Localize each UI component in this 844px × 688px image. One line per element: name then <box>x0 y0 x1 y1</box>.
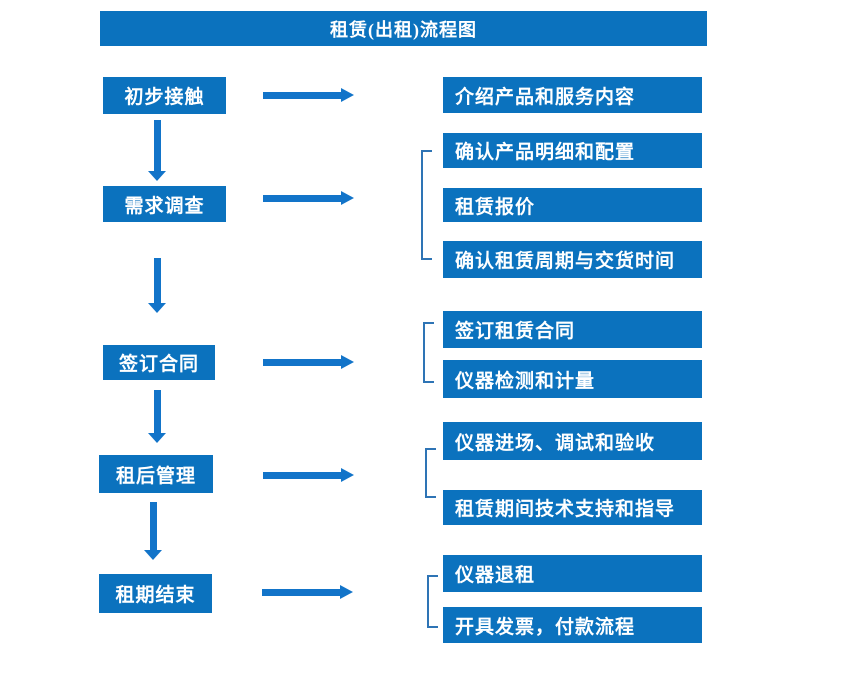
down-arrow-head <box>148 171 166 181</box>
output-box-confirm-rental-period-delivery: 确认租赁周期与交货时间 <box>443 241 702 278</box>
output-box-invoice-payment-process: 开具发票，付款流程 <box>443 607 702 643</box>
right-arrow-head <box>341 355 354 369</box>
stage-box-post-rental-management: 租后管理 <box>99 455 213 493</box>
down-arrow-shaft <box>153 390 161 433</box>
down-arrow-3 <box>148 390 166 443</box>
stage-box-rental-end: 租期结束 <box>99 574 212 613</box>
down-arrow-1 <box>148 120 166 181</box>
right-arrow-shaft <box>263 471 341 479</box>
stage-box-sign-contract: 签订合同 <box>103 345 215 380</box>
right-arrow-head <box>341 88 354 102</box>
output-box-confirm-product-details: 确认产品明细和配置 <box>443 133 702 168</box>
right-arrow-3 <box>263 355 354 369</box>
right-arrow-shaft <box>263 358 341 366</box>
stage-box-initial-contact: 初步接触 <box>103 77 226 114</box>
group-bracket-rental-end <box>427 575 438 628</box>
down-arrow-head <box>144 550 162 560</box>
right-arrow-head <box>341 191 354 205</box>
right-arrow-4 <box>263 468 354 482</box>
down-arrow-shaft <box>149 502 157 550</box>
down-arrow-shaft <box>153 258 161 303</box>
right-arrow-shaft <box>262 588 340 596</box>
group-bracket-demand-survey <box>421 150 432 260</box>
flowchart-title: 租赁(出租)流程图 <box>100 11 707 46</box>
right-arrow-5 <box>262 585 353 599</box>
down-arrow-2 <box>148 258 166 313</box>
down-arrow-shaft <box>153 120 161 171</box>
right-arrow-head <box>341 468 354 482</box>
output-box-instrument-return: 仪器退租 <box>443 555 702 592</box>
output-box-sign-rental-contract: 签订租赁合同 <box>443 311 702 348</box>
right-arrow-1 <box>263 88 354 102</box>
down-arrow-4 <box>144 502 162 560</box>
down-arrow-head <box>148 433 166 443</box>
output-box-instrument-testing-metering: 仪器检测和计量 <box>443 360 702 398</box>
output-box-introduce-products-services: 介绍产品和服务内容 <box>443 77 702 113</box>
stage-box-demand-survey: 需求调查 <box>103 186 226 222</box>
right-arrow-head <box>340 585 353 599</box>
group-bracket-sign-contract <box>423 322 434 383</box>
down-arrow-head <box>148 303 166 313</box>
output-box-instrument-arrival-commissioning: 仪器进场、调试和验收 <box>443 422 702 460</box>
output-box-rental-quotation: 租赁报价 <box>443 188 702 222</box>
right-arrow-2 <box>263 191 354 205</box>
right-arrow-shaft <box>263 194 341 202</box>
right-arrow-shaft <box>263 91 341 99</box>
group-bracket-post-rental-management <box>425 448 436 498</box>
output-box-tech-support-during-rental: 租赁期间技术支持和指导 <box>443 490 702 525</box>
